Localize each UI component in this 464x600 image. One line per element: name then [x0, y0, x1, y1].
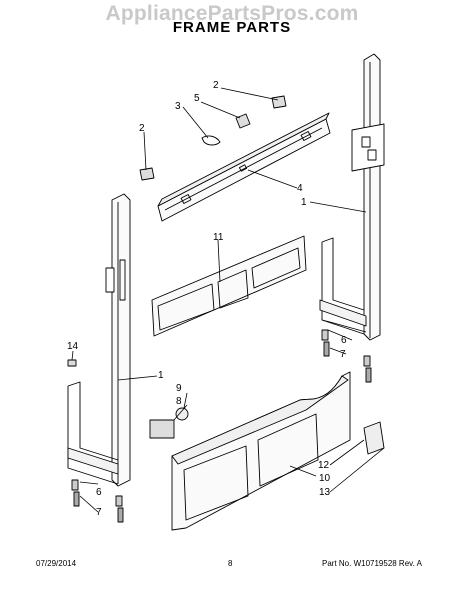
lower-panel-part	[171, 371, 351, 531]
callout-2-left: 2	[139, 123, 145, 134]
callout-10: 10	[319, 473, 331, 484]
center-panel-part	[151, 235, 307, 337]
callout-3: 3	[175, 101, 181, 112]
footer-date: 07/29/2014	[36, 559, 77, 568]
callout-11: 11	[213, 232, 224, 243]
footer-page-number: 8	[228, 559, 233, 568]
left-side-frame-part	[67, 193, 131, 487]
callout-1-right: 1	[301, 197, 307, 208]
callout-8: 8	[176, 396, 182, 407]
callout-6-right: 6	[341, 335, 347, 346]
callout-7-left: 7	[96, 507, 102, 518]
footer-part-number: Part No. W10719528 Rev. A	[322, 559, 422, 568]
right-side-frame-part	[319, 53, 385, 341]
callout-14: 14	[67, 341, 79, 352]
page-title: FRAME PARTS	[172, 19, 292, 36]
small-parts	[67, 95, 385, 523]
callout-5: 5	[194, 93, 200, 104]
callout-12: 12	[318, 460, 330, 471]
callout-7-right: 7	[340, 349, 346, 360]
callout-13: 13	[319, 487, 331, 498]
watermark: AppliancePartsPros.com	[105, 2, 359, 25]
callout-4: 4	[297, 183, 303, 194]
leveling-legs	[71, 329, 372, 523]
leader-lines	[71, 87, 385, 513]
top-rail-part	[157, 112, 331, 222]
callout-9: 9	[176, 383, 182, 394]
callout-2-top: 2	[213, 80, 219, 91]
callout-6-left: 6	[96, 487, 102, 498]
callout-1-left: 1	[158, 370, 164, 381]
callout-labels: 2 5 3 2 4 1 11 14 6 7 1 9 8 12 10 6 13 7	[67, 80, 347, 518]
